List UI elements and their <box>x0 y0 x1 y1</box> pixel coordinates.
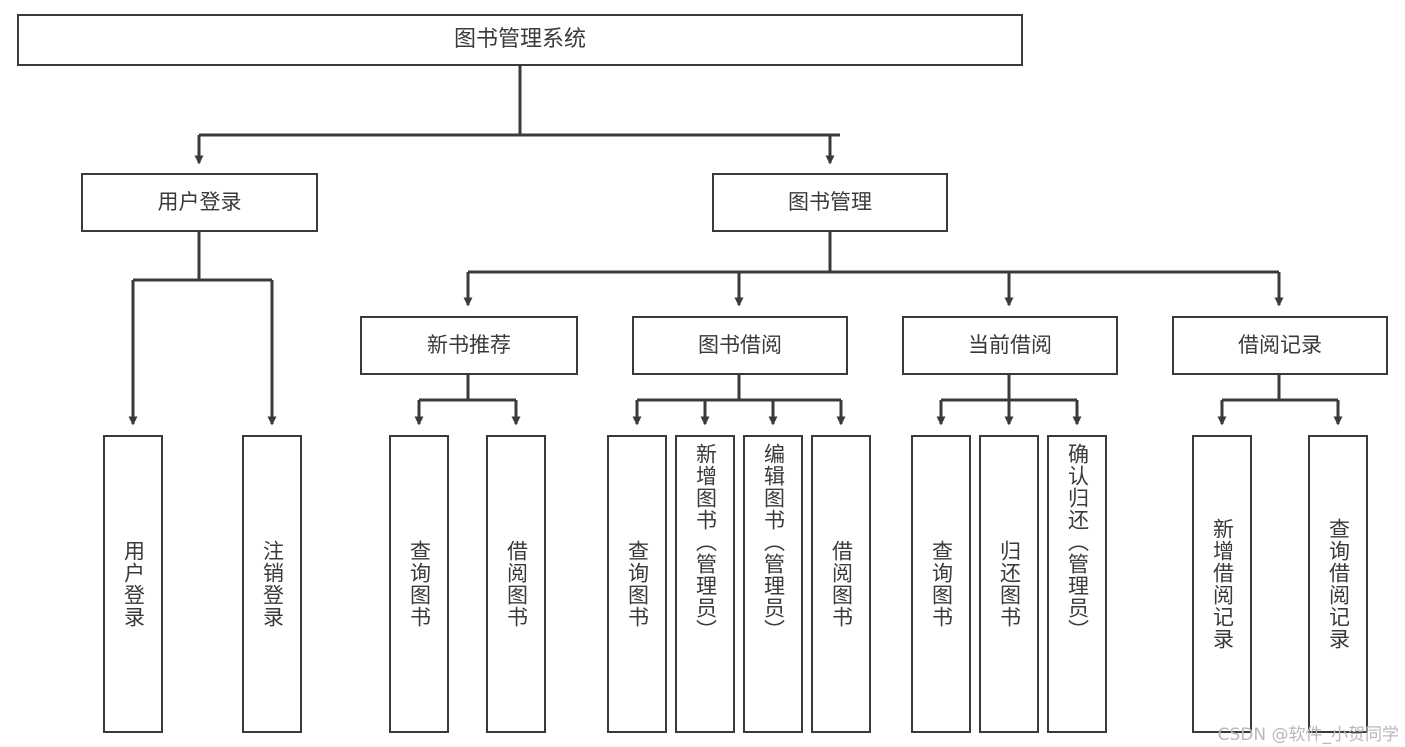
node-label: 查询图书 <box>407 540 432 628</box>
leaf-add-book-admin[interactable]: 新增图书（管理员） <box>675 435 735 733</box>
node-label: 当前借阅 <box>968 333 1052 358</box>
node-label: 查询图书 <box>929 540 954 628</box>
node-label: 图书管理系统 <box>453 27 586 53</box>
node-book-management[interactable]: 图书管理 <box>712 173 948 232</box>
node-label: 借阅图书 <box>829 540 854 628</box>
node-label: 查询图书 <box>625 540 650 628</box>
node-book-borrow[interactable]: 图书借阅 <box>632 316 848 375</box>
node-root-system[interactable]: 图书管理系统 <box>17 14 1023 66</box>
node-label: 新增图书（管理员） <box>693 443 718 641</box>
node-user-login[interactable]: 用户登录 <box>81 173 318 232</box>
leaf-borrow-book-newbook[interactable]: 借阅图书 <box>486 435 546 733</box>
node-current-borrow[interactable]: 当前借阅 <box>902 316 1118 375</box>
leaf-return-book[interactable]: 归还图书 <box>979 435 1039 733</box>
leaf-query-book-newbook[interactable]: 查询图书 <box>389 435 449 733</box>
node-label: 编辑图书（管理员） <box>761 443 786 641</box>
node-borrow-record[interactable]: 借阅记录 <box>1172 316 1388 375</box>
leaf-query-book-current[interactable]: 查询图书 <box>911 435 971 733</box>
node-label: 用户登录 <box>157 190 242 215</box>
node-label: 借阅记录 <box>1238 333 1322 358</box>
leaf-confirm-return-admin[interactable]: 确认归还（管理员） <box>1047 435 1107 733</box>
node-new-book-recommend[interactable]: 新书推荐 <box>360 316 578 375</box>
node-label: 查询借阅记录 <box>1326 518 1351 650</box>
node-label: 新书推荐 <box>427 333 511 358</box>
csdn-watermark: CSDN @软件_小贺同学 <box>1217 725 1399 745</box>
leaf-edit-book-admin[interactable]: 编辑图书（管理员） <box>743 435 803 733</box>
node-label: 新增借阅记录 <box>1210 518 1235 650</box>
node-label: 借阅图书 <box>504 540 529 628</box>
node-label: 图书借阅 <box>698 333 782 358</box>
node-label: 确认归还（管理员） <box>1065 443 1090 641</box>
node-label: 用户登录 <box>121 540 146 628</box>
leaf-logout[interactable]: 注销登录 <box>242 435 302 733</box>
node-label: 图书管理 <box>788 190 872 215</box>
leaf-borrow-book-borrow[interactable]: 借阅图书 <box>811 435 871 733</box>
leaf-add-borrow-record[interactable]: 新增借阅记录 <box>1192 435 1252 733</box>
node-label: 注销登录 <box>260 540 285 628</box>
leaf-query-borrow-record[interactable]: 查询借阅记录 <box>1308 435 1368 733</box>
leaf-query-book-borrow[interactable]: 查询图书 <box>607 435 667 733</box>
node-label: 归还图书 <box>997 540 1022 628</box>
leaf-user-login[interactable]: 用户登录 <box>103 435 163 733</box>
